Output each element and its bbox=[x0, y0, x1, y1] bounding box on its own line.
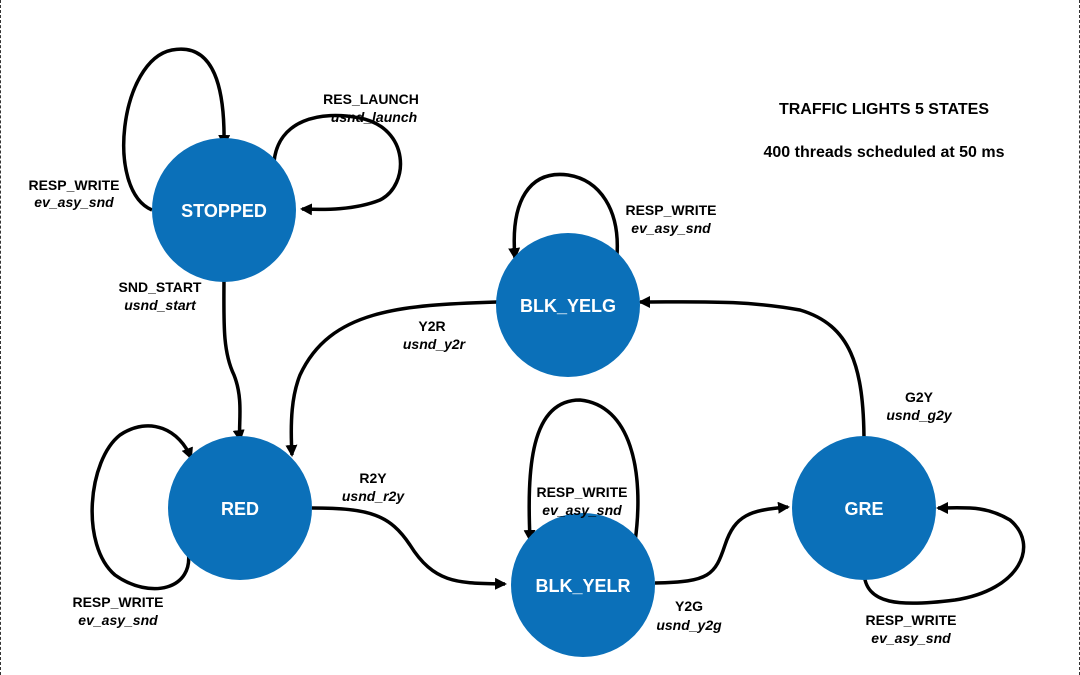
edge-blk-yelr-self bbox=[523, 398, 640, 543]
label-gre-to-blk-yelg: G2Y usnd_g2y bbox=[886, 389, 953, 423]
edge-red-to-blk-yelr bbox=[311, 506, 507, 590]
state-red-label: RED bbox=[221, 499, 259, 519]
event-label: R2Y bbox=[359, 470, 387, 486]
state-gre[interactable]: GRE bbox=[792, 436, 936, 580]
action-label: usnd_y2r bbox=[403, 336, 467, 352]
diagram-title: TRAFFIC LIGHTS 5 STATES bbox=[779, 101, 989, 118]
state-blk-yelr[interactable]: BLK_YELR bbox=[511, 513, 655, 657]
edge-blk-yelg-to-red bbox=[285, 300, 498, 457]
event-label: RESP_WRITE bbox=[865, 612, 956, 628]
event-label: RESP_WRITE bbox=[28, 177, 119, 193]
state-blk-yelg-label: BLK_YELG bbox=[520, 296, 616, 316]
action-label: usnd_r2y bbox=[342, 488, 405, 504]
diagram-subtitle: 400 threads scheduled at 50 ms bbox=[764, 144, 1005, 161]
label-stopped-to-red: SND_START usnd_start bbox=[119, 279, 202, 313]
label-red-to-blk-yelr: R2Y usnd_r2y bbox=[342, 470, 405, 504]
action-label: ev_asy_snd bbox=[542, 502, 622, 518]
event-label: SND_START bbox=[119, 279, 202, 295]
state-blk-yelg[interactable]: BLK_YELG bbox=[496, 233, 640, 377]
label-stopped-self-launch: RES_LAUNCH usnd_launch bbox=[323, 91, 419, 125]
event-label: G2Y bbox=[905, 389, 934, 405]
state-red[interactable]: RED bbox=[168, 436, 312, 580]
action-label: usnd_g2y bbox=[886, 407, 953, 423]
action-label: usnd_start bbox=[124, 297, 197, 313]
event-label: Y2R bbox=[418, 318, 445, 334]
state-blk-yelr-label: BLK_YELR bbox=[535, 576, 630, 596]
event-label: RESP_WRITE bbox=[72, 594, 163, 610]
edge-stopped-self-write bbox=[122, 47, 231, 212]
label-blk-yelr-to-gre: Y2G usnd_y2g bbox=[656, 598, 722, 633]
edge-blk-yelr-to-gre bbox=[654, 501, 790, 585]
action-label: usnd_launch bbox=[331, 109, 417, 125]
event-label: RES_LAUNCH bbox=[323, 91, 419, 107]
action-label: ev_asy_snd bbox=[78, 612, 158, 628]
event-label: RESP_WRITE bbox=[625, 202, 716, 218]
action-label: ev_asy_snd bbox=[871, 630, 951, 646]
edge-stopped-self-launch bbox=[272, 113, 403, 216]
edge-stopped-to-red bbox=[222, 271, 245, 442]
label-red-self: RESP_WRITE ev_asy_snd bbox=[72, 594, 163, 628]
edge-gre-to-blk-yelg bbox=[638, 295, 866, 444]
action-label: usnd_y2g bbox=[656, 617, 722, 633]
action-label: ev_asy_snd bbox=[631, 220, 711, 236]
label-gre-self: RESP_WRITE ev_asy_snd bbox=[865, 612, 956, 646]
event-label: Y2G bbox=[675, 598, 703, 614]
event-label: RESP_WRITE bbox=[536, 484, 627, 500]
label-stopped-self-write: RESP_WRITE ev_asy_snd bbox=[28, 177, 119, 210]
action-label: ev_asy_snd bbox=[34, 194, 114, 210]
edge-red-self bbox=[90, 424, 193, 591]
state-stopped-label: STOPPED bbox=[181, 201, 267, 221]
label-blk-yelg-to-red: Y2R usnd_y2r bbox=[403, 318, 467, 352]
state-stopped[interactable]: STOPPED bbox=[152, 138, 296, 282]
label-blk-yelr-self: RESP_WRITE ev_asy_snd bbox=[536, 484, 627, 518]
edge-gre-self bbox=[862, 501, 1026, 605]
label-blk-yelg-self: RESP_WRITE ev_asy_snd bbox=[625, 202, 716, 236]
edge-blk-yelg-self bbox=[508, 172, 620, 260]
state-gre-label: GRE bbox=[844, 499, 883, 519]
